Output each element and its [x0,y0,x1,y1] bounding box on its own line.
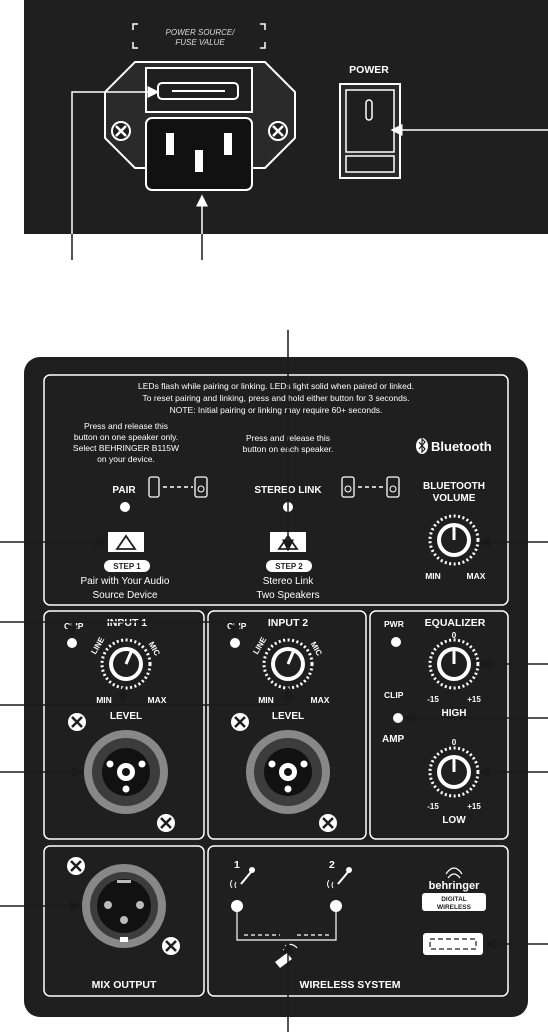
mix-output-section [43,845,205,997]
input1-clip-led [67,638,77,648]
pair-led [120,502,130,512]
screw-icon [162,937,180,955]
wireless-ch1-led [231,900,243,912]
callout-pointers [0,330,548,1032]
microphone-icon [327,867,352,889]
input1-title: INPUT 1 [107,617,147,629]
low-zero: 0 [452,738,457,747]
bluetooth-logo: Bluetooth [416,437,492,454]
pair-instruction-3: Select BEHRINGER B115W [73,443,179,453]
bluetooth-section [43,374,509,606]
power-label: POWER [349,64,389,76]
svg-text:WIRELESS: WIRELESS [437,904,472,911]
screw-icon [67,857,85,875]
info-line-3: NOTE: Initial pairing or linking may req… [170,405,383,415]
pair-button[interactable] [108,532,144,552]
input2-level-label: LEVEL [272,711,304,722]
low-label: LOW [442,815,466,826]
bluetooth-volume-knob[interactable] [428,514,480,566]
bt-volume-min: MIN [425,571,441,581]
speaker-icon [386,476,400,498]
wireless-ch1-label: 1 [234,859,240,871]
high-zero: 0 [452,631,457,640]
amp-clip-label: CLIP [384,690,404,700]
high-label: HIGH [442,708,467,719]
input1-max: MAX [148,695,167,705]
input1-min: MIN [96,695,112,705]
screw-icon [157,814,175,832]
input1-level-label: LEVEL [110,711,142,722]
screw-icon [68,713,86,731]
speaker-icon [194,476,208,498]
svg-text:behringer: behringer [429,880,480,892]
info-line-1: LEDs flash while pairing or linking. LED… [138,381,414,391]
pwr-led [391,637,401,647]
high-eq-knob[interactable] [428,638,480,690]
amp-clip-led [393,713,403,723]
high-plus: +15 [467,695,481,704]
speaker-icon [341,476,355,498]
step1-text-2: Source Device [92,590,157,601]
svg-text:DIGITAL: DIGITAL [441,896,467,903]
step2-badge: STEP 2 [266,560,312,572]
pair-instruction-1: Press and release this [84,421,168,431]
fuse-pointer [71,86,160,234]
wireless-section [207,845,509,997]
step1-badge: STEP 1 [104,560,150,572]
usb-port[interactable] [423,933,483,955]
step2-text-1: Stereo Link [263,576,315,587]
mix-output-title: MIX OUTPUT [92,979,157,991]
microphone-icon [230,867,255,889]
screw-icon [231,713,249,731]
power-switch[interactable] [339,83,401,179]
wireless-ch2-label: 2 [329,859,335,871]
power-inlet[interactable] [104,61,296,191]
low-eq-knob[interactable] [428,746,480,798]
power-source-label: POWER SOURCE/ [166,28,236,37]
amp-label: AMP [382,734,405,745]
screw-icon [268,121,288,141]
screw-icon [111,121,131,141]
svg-text:STEP 2: STEP 2 [275,562,303,571]
wireless-ch2-led [330,900,342,912]
equalizer-section [369,610,509,840]
pair-instruction-2: button on one speaker only. [74,432,178,442]
input1-level-knob[interactable] [100,638,152,690]
low-minus: -15 [427,802,439,811]
equalizer-title: EQUALIZER [425,617,486,629]
input2-section [207,610,367,840]
bt-volume-label-2: VOLUME [433,493,476,504]
pair-label: PAIR [112,485,136,496]
bt-volume-max: MAX [467,571,486,581]
bluetooth-brand: Bluetooth [431,439,492,454]
mix-output-xlr-jack[interactable] [82,864,166,948]
step2-text-2: Two Speakers [256,590,319,601]
input2-title: INPUT 2 [268,617,308,629]
wireless-system-title: WIRELESS SYSTEM [300,979,401,991]
info-line-2: To reset pairing and linking, press and … [143,393,410,403]
behringer-logo: behringer DIGITAL WIRELESS [422,867,486,911]
phone-icon [148,476,160,498]
input2-max: MAX [311,695,330,705]
step1-text-1: Pair with Your Audio [81,576,170,587]
top-rear-panel: POWER SOURCE/ FUSE VALUE POWER [24,0,548,234]
input1-section [43,610,205,840]
main-rear-panel: LEDs flash while pairing or linking. LED… [24,357,528,1017]
input2-combo-jack[interactable] [246,730,330,814]
input2-min: MIN [258,695,274,705]
screw-icon [319,814,337,832]
low-plus: +15 [467,802,481,811]
input2-clip-led [230,638,240,648]
bt-volume-label-1: BLUETOOTH [423,481,485,492]
pair-instruction-4: on your device. [97,454,155,464]
svg-text:STEP 1: STEP 1 [113,562,141,571]
fuse-value-label: FUSE VALUE [175,38,225,47]
input1-combo-jack[interactable] [84,730,168,814]
high-minus: -15 [427,695,439,704]
pwr-label: PWR [384,619,404,629]
